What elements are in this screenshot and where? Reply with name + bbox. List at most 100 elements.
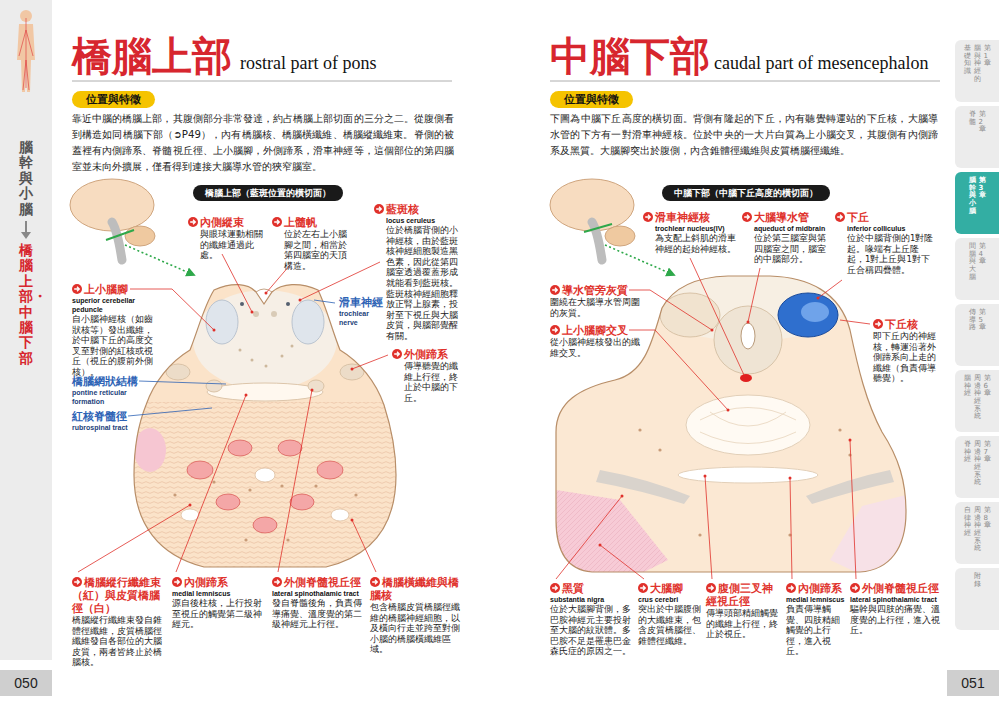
callout-line: 為支配上斜肌的滑車神經的起始神經核。 [643,233,738,254]
arrow-icon [370,577,380,587]
section-badge: 位置與特徵 [72,91,155,108]
pons-section [206,300,238,344]
node-text: 間腦與大腦 [969,243,976,281]
arrow-icon [376,207,381,211]
brain-thumbnail [605,226,635,246]
pons-section [354,493,357,496]
arrow-icon [835,212,845,222]
arrow-icon [392,349,402,359]
midbrain-section [658,448,661,451]
callout-text: 為支配上斜肌的滑車神經的起始神經核。 [655,233,736,254]
arrow-icon [643,212,653,222]
latin-term: inferior colliculus [847,225,905,232]
side-strip [21,232,31,239]
callout-line: 內側蹄系 [786,582,846,595]
leader-dot [265,292,268,295]
node-text: 050 [14,675,37,691]
pons-section [255,468,275,482]
callout-line: aqueduct of midbrain [742,224,830,233]
pons-section [291,345,294,348]
arrow-icon [550,285,560,295]
callout-line: 與眼球運動相關的纖維通過此處。 [188,229,268,261]
callout-line: 內側縱束 [188,216,268,229]
pons-section [206,380,222,392]
pons-section [134,428,166,472]
arrow-icon [374,204,384,214]
leader-line [176,395,246,572]
arrow-icon [552,328,557,332]
chapter-tab: 第1章腦與神經的基礎知識 [955,40,999,102]
callout: 滑車神經核trochlear nucleus(IV)為支配上斜肌的滑車神經的起始… [643,211,738,254]
title-rule [550,81,940,82]
callout-line: rubrospinal tract [72,423,142,432]
leader-line [556,496,622,579]
callout-line: 上小腦腳交叉 [550,324,642,337]
callout-heading: 橋腦橫纖維與橋腦核 [370,576,459,601]
callout-line: 紅核脊髓徑 [72,410,142,423]
callout-text: 傳導頭部精細觸覺的纖維上行徑，終止於視丘。 [706,608,778,639]
callout-line: 下丘核 [873,318,939,331]
callout-heading: 內側縱束 [200,216,244,228]
pons-section [134,285,396,567]
leader-dot [251,311,254,314]
arrow-icon [172,577,182,587]
chapter-tab: 附錄 [955,568,999,630]
arrow-icon [873,319,883,329]
callout-line: 橋腦網狀結構 [72,375,142,388]
callout-text: 橋腦縱行纖維束發自錐體徑纖維，皮質橋腦徑纖維發自各部位的大腦皮質，兩者皆終止於橋… [72,615,162,667]
callout-line: 上髓帆 [272,216,352,229]
leader-line [128,408,212,416]
callout: 導水管旁灰質圍繞在大腦導水管周圍的灰質。 [550,284,642,318]
callout: 下圖為中腦下丘高度的橫切面。背側有隆起的下丘，內有聽覺轉運站的下丘核，大腦導水管… [550,111,938,159]
callout: rostral part of pons [240,52,455,74]
pons-section [314,484,317,487]
callout-text: 位於中腦背側的1對隆起。喙端有上丘隆起，1對上丘與1對下丘合稱四疊體。 [847,233,933,275]
leader-dot [213,329,216,332]
callout-text: 即下丘內的神經核，轉運沿著外側蹄系向上走的纖維（負責傳導聽覺）。 [873,331,936,383]
callout-heading: 外側脊髓視丘徑 [862,582,939,594]
callout-line: 即下丘內的神經核，轉運沿著外側蹄系向上走的纖維（負責傳導聽覺）。 [873,331,939,384]
side-strip [25,221,27,233]
node-text: 位置與特徵 [564,93,619,105]
side-strip [19,18,33,90]
arrow-icon [394,352,399,356]
pons-section [286,538,289,541]
structure-label: 滑車神經 [339,296,383,308]
arrow-icon [272,577,282,587]
arrow-icon [274,580,279,584]
latin-term: substantia nigra [550,596,604,603]
callout-line: medial lemniscus [786,595,846,604]
arrow-icon [788,586,793,590]
callout-text: 源自後柱核，上行投射至視丘的觸覺第二級神經元。 [172,598,262,629]
callout-text: 傳導聽覺的纖維上行徑，終止於中腦的下丘。 [404,361,458,403]
callout-line: lateral spinothalamic tract [272,589,364,598]
callout-heading: 內側蹄系 [798,582,842,594]
chapter-tab: 第7章周邊神經系統脊神經 [955,436,999,498]
leader-dot [727,409,730,412]
pons-section [130,285,400,572]
callout: 橋腦網狀結構pontine reticular formation [72,375,142,406]
arrow-icon [850,583,860,593]
callout: 下丘inferior colliculus位於中腦背側的1對隆起。喙端有上丘隆起… [835,211,935,275]
chapter-tab: 第4章間腦與大腦 [955,238,999,300]
callout: caudal part of mesencephalon [714,52,946,74]
leader-dot [189,504,192,507]
leader-dot [704,475,707,478]
arrow-icon [174,580,179,584]
leader-line [278,390,312,572]
brain-thumbnail [112,222,122,260]
arrow-icon [552,586,557,590]
node-text: 周邊神經系統 [974,507,981,553]
callout-heading: 上小腦腳交叉 [562,324,628,336]
callout-heading: 外側脊髓視丘徑 [284,576,361,588]
callout-line: 外側脊髓視丘徑 [272,576,364,589]
pons-section [308,380,324,392]
callout-line: substantia nigra [550,595,634,604]
callout-heading: 橋腦縱行纖維束（紅）與皮質橋腦徑（白） [72,576,161,614]
callout-text: 位於橋腦背側的小神經核，由於藍斑核神經細胞製造黑色素，因此從第四腦室透過覆蓋形成… [386,225,458,341]
leader-line [790,478,792,579]
arrow-icon [188,217,198,227]
callout-line: 黑質 [550,582,634,595]
arrow-icon [552,288,557,292]
arrow-icon [392,349,402,359]
